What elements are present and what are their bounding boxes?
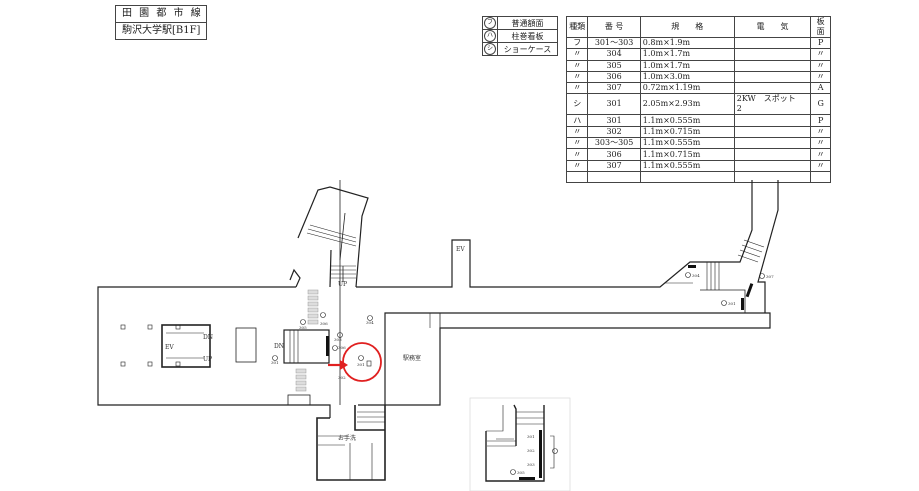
ad-markers — [272, 272, 765, 475]
ev-left-label: EV — [165, 344, 174, 351]
ad-numbers: 305 306 303 304 306 301 302 301 304 307 … — [271, 273, 774, 475]
ev-label: EV — [456, 246, 465, 253]
svg-text:303: 303 — [527, 462, 535, 467]
svg-text:302: 302 — [527, 448, 535, 453]
dn-label: DN — [203, 334, 213, 341]
stair-treads — [306, 224, 357, 279]
steps — [295, 289, 319, 392]
table-cell: 〃 — [810, 159, 831, 172]
legend-item: シショーケース — [482, 42, 558, 56]
table-cell: 307 — [587, 82, 641, 95]
line-name: 田 園 都 市 線 — [122, 8, 203, 19]
svg-text:306: 306 — [338, 345, 346, 350]
station-name: 駒沢大学駅[B1F] — [116, 22, 206, 39]
table-cell: 〃 — [565, 82, 589, 95]
table-cell: A — [810, 82, 831, 95]
svg-text:301: 301 — [728, 301, 736, 306]
title-box: 田 園 都 市 線 駒沢大学駅[B1F] — [115, 5, 207, 40]
pillars — [120, 324, 181, 367]
arrow-head — [340, 360, 348, 370]
svg-text:306: 306 — [320, 321, 328, 326]
col-number: 番 号 — [587, 16, 641, 38]
showcase-icon: シ — [484, 43, 496, 55]
frame-ad-icon: フ — [484, 17, 496, 29]
up-top-label: UP — [338, 281, 347, 288]
table-cell — [639, 170, 735, 184]
table-cell — [733, 170, 812, 184]
svg-text:307: 307 — [766, 274, 774, 279]
table-cell — [565, 170, 589, 184]
legend-item: フ普通額面 — [482, 16, 558, 30]
dn-center-label: DN — [274, 343, 284, 350]
svg-text:304: 304 — [366, 320, 374, 325]
svg-text:302: 302 — [338, 375, 346, 380]
stair-rail — [339, 212, 346, 261]
wall — [97, 286, 331, 418]
svg-text:305: 305 — [299, 325, 307, 330]
table-cell: シ — [565, 93, 589, 116]
svg-text:301: 301 — [357, 362, 365, 367]
svg-text:303: 303 — [334, 337, 342, 342]
svg-text:305: 305 — [517, 470, 525, 475]
up-label: UP — [203, 356, 212, 363]
toilet-label: お手洗 — [338, 434, 356, 442]
table-cell — [810, 170, 831, 184]
svg-text:301: 301 — [527, 434, 535, 439]
wall — [289, 268, 301, 288]
table-cell — [733, 82, 812, 95]
table-row — [565, 170, 831, 184]
pillar-ad-icon: ハ — [484, 30, 496, 42]
office-label: 駅務室 — [403, 354, 421, 362]
inset-frame — [469, 397, 571, 491]
wall — [297, 186, 369, 288]
right-stair-treads — [706, 239, 765, 290]
table-cell: フ — [565, 36, 589, 50]
wall — [329, 249, 332, 288]
svg-text:304: 304 — [692, 273, 700, 278]
table-header: 種類 番 号 規 格 電 気 板面 — [565, 16, 831, 38]
legend-label: ショーケース — [497, 42, 558, 56]
col-face: 板面 — [810, 16, 831, 38]
legend: フ普通額面 ハ柱巻看板 シショーケース — [482, 16, 558, 56]
svg-text:301: 301 — [271, 360, 279, 365]
table-cell — [587, 170, 641, 184]
table-cell: 0.72m×1.19m — [639, 82, 735, 95]
